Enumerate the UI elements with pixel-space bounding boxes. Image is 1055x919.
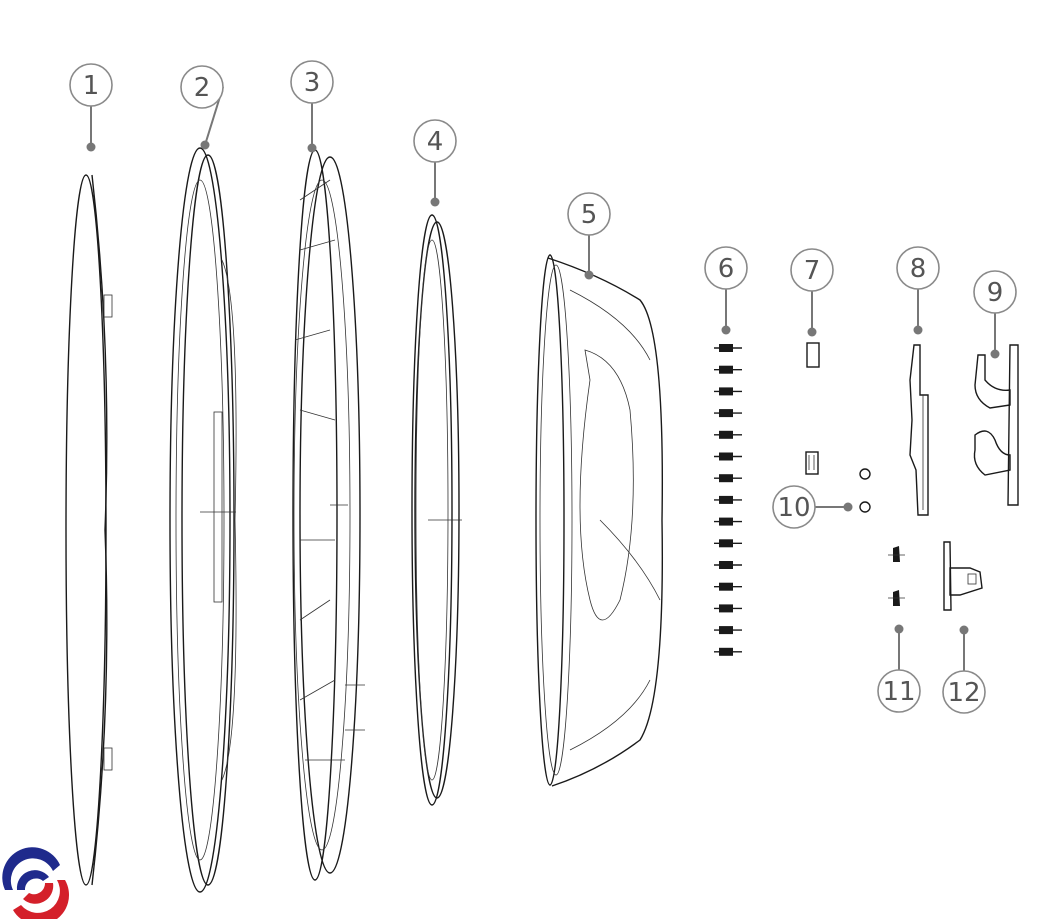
leader-dot [843, 502, 853, 512]
screw-icon [714, 452, 742, 461]
part-11-caps [888, 546, 905, 606]
callout-2: 2 [180, 65, 224, 150]
callout-circle [413, 119, 457, 163]
part-5-inner-bowl [535, 254, 664, 787]
screw-icon [714, 474, 742, 483]
callout-number: 11 [882, 677, 915, 707]
screw-icon [714, 430, 742, 439]
callout-number: 2 [194, 73, 211, 103]
part-10-plugs [859, 468, 871, 513]
part-6-screws [714, 344, 742, 656]
leader-dot [990, 349, 1000, 359]
screw-icon [714, 626, 742, 635]
part-9-hinge [973, 344, 1019, 506]
callout-circle [896, 246, 940, 290]
leader-dot [894, 624, 904, 634]
callout-11: 11 [877, 624, 921, 713]
callout-5: 5 [567, 192, 611, 280]
leader-dot [584, 270, 594, 280]
callout-9: 9 [973, 270, 1017, 359]
callout-circle [790, 248, 834, 292]
callout-circle [290, 60, 334, 104]
part-4-ring [411, 214, 462, 806]
screw-icon [714, 409, 742, 418]
leader-dot [307, 143, 317, 153]
part-2-door-frame [169, 147, 237, 893]
callout-circle [567, 192, 611, 236]
screw-icon [714, 495, 742, 504]
callout-number: 8 [910, 254, 927, 284]
screw-icon [714, 561, 742, 569]
brand-swirl-logo [2, 847, 69, 919]
callout-6: 6 [704, 246, 748, 335]
leader-dot [959, 625, 969, 635]
screw-icon [714, 647, 742, 656]
screw-icon [714, 344, 742, 352]
callout-4: 4 [413, 119, 457, 207]
callout-circle [69, 63, 113, 107]
callout-10: 10 [772, 485, 853, 529]
callout-circle [942, 670, 986, 714]
leader-dot [200, 140, 210, 150]
part-12-latch [943, 541, 983, 611]
screw-icon [714, 387, 742, 396]
callout-circle [877, 669, 921, 713]
screw-icon [714, 365, 742, 374]
callout-number: 3 [304, 68, 321, 98]
callout-number: 9 [987, 278, 1004, 308]
callout-number: 4 [427, 127, 444, 157]
callout-1: 1 [69, 63, 113, 152]
screw-icon [714, 604, 742, 613]
leader-dot [807, 327, 817, 337]
part-1-outer-glass [65, 174, 113, 886]
callout-number: 12 [947, 678, 980, 708]
callout-circle [973, 270, 1017, 314]
callout-circle [704, 246, 748, 290]
leader-dot [86, 142, 96, 152]
screw-icon [714, 582, 742, 591]
part-7-clips [805, 342, 820, 475]
callout-circle [772, 485, 816, 529]
leader-dot [430, 197, 440, 207]
callout-12: 12 [942, 625, 986, 714]
part-3-inner-frame [292, 149, 365, 881]
callout-7: 7 [790, 248, 834, 337]
callout-number: 5 [581, 200, 598, 230]
screw-icon [714, 517, 742, 526]
callout-3: 3 [290, 60, 334, 153]
callout-circle [180, 65, 224, 109]
callout-number: 10 [777, 493, 810, 523]
screw-icon [714, 539, 742, 548]
callout-number: 1 [83, 71, 100, 101]
leader-dot [721, 325, 731, 335]
leader-dot [913, 325, 923, 335]
callout-8: 8 [896, 246, 940, 335]
callout-number: 7 [804, 256, 821, 286]
callout-number: 6 [718, 254, 735, 284]
part-8-hinge-plate [909, 344, 929, 516]
